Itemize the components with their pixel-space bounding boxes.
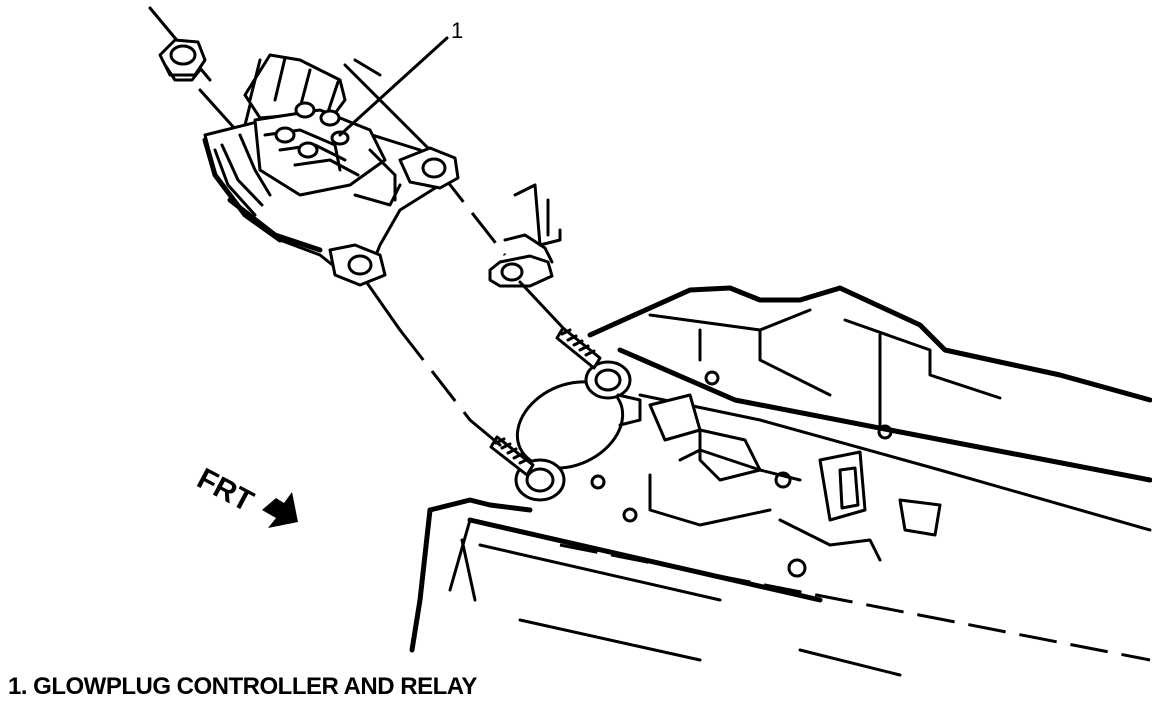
mounting-boss [514,360,642,502]
glowplug-controller-relay [202,53,460,287]
stud-left [489,435,535,477]
engine-block [409,285,1152,677]
bracket [488,183,562,288]
frt-label: FRT [192,462,259,519]
nut [158,38,207,82]
front-direction-marker: FRT [192,462,298,528]
legend-item: 1. GLOWPLUG CONTROLLER AND RELAY [8,673,477,700]
callout-1: 1 [338,18,463,137]
arrow-icon [262,492,298,528]
callout-number: 1 [451,18,463,43]
stud-right [555,326,602,370]
